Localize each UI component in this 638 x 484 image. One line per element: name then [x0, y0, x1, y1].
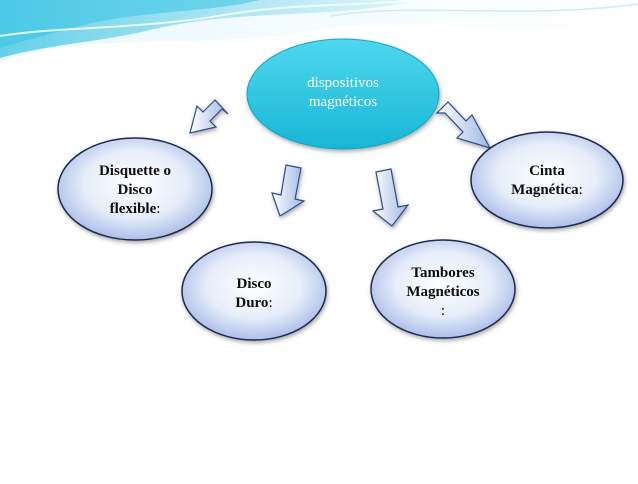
- arrow-to-tambores: [371, 168, 410, 227]
- node-disquette: [57, 137, 213, 241]
- root-node: [246, 38, 440, 150]
- tambores-label-line: Magnéticos: [406, 284, 480, 300]
- disco-duro-label-colon: :: [268, 295, 273, 311]
- cinta-label-colon: :: [578, 182, 583, 198]
- tambores-label: Tambores Magnéticos :: [378, 264, 508, 321]
- arrow-to-cinta: [435, 101, 492, 149]
- arrow-to-disco-duro: [271, 164, 306, 217]
- disco-duro-label: Disco Duro:: [194, 275, 314, 313]
- header-waves: [0, 0, 638, 62]
- disco-duro-label-line: Duro: [235, 295, 269, 311]
- tambores-label-colon: :: [440, 303, 446, 319]
- root-label: dispositivos magnéticos: [268, 74, 418, 112]
- arrows: [189, 99, 492, 227]
- node-disco-duro: [181, 241, 327, 341]
- disquette-label-line: Disco: [117, 182, 153, 198]
- disquette-label: Disquette o Disco flexible:: [70, 162, 200, 219]
- cinta-label-line: Magnética: [511, 182, 579, 198]
- root-label-line: magnéticos: [308, 94, 378, 110]
- arrow-to-disquette: [189, 99, 229, 134]
- disco-duro-label-line: Disco: [236, 276, 272, 292]
- root-label-line: dispositivos: [307, 75, 379, 91]
- disquette-label-colon: :: [156, 201, 161, 217]
- tambores-label-line: Tambores: [411, 265, 475, 281]
- nodes: [57, 38, 624, 341]
- disquette-label-line: Disquette o: [98, 163, 172, 179]
- cinta-label: Cinta Magnética:: [482, 162, 612, 200]
- cinta-label-line: Cinta: [529, 163, 565, 179]
- node-tambores: [370, 239, 516, 339]
- node-cinta: [470, 131, 624, 229]
- disquette-label-line: flexible: [109, 201, 157, 217]
